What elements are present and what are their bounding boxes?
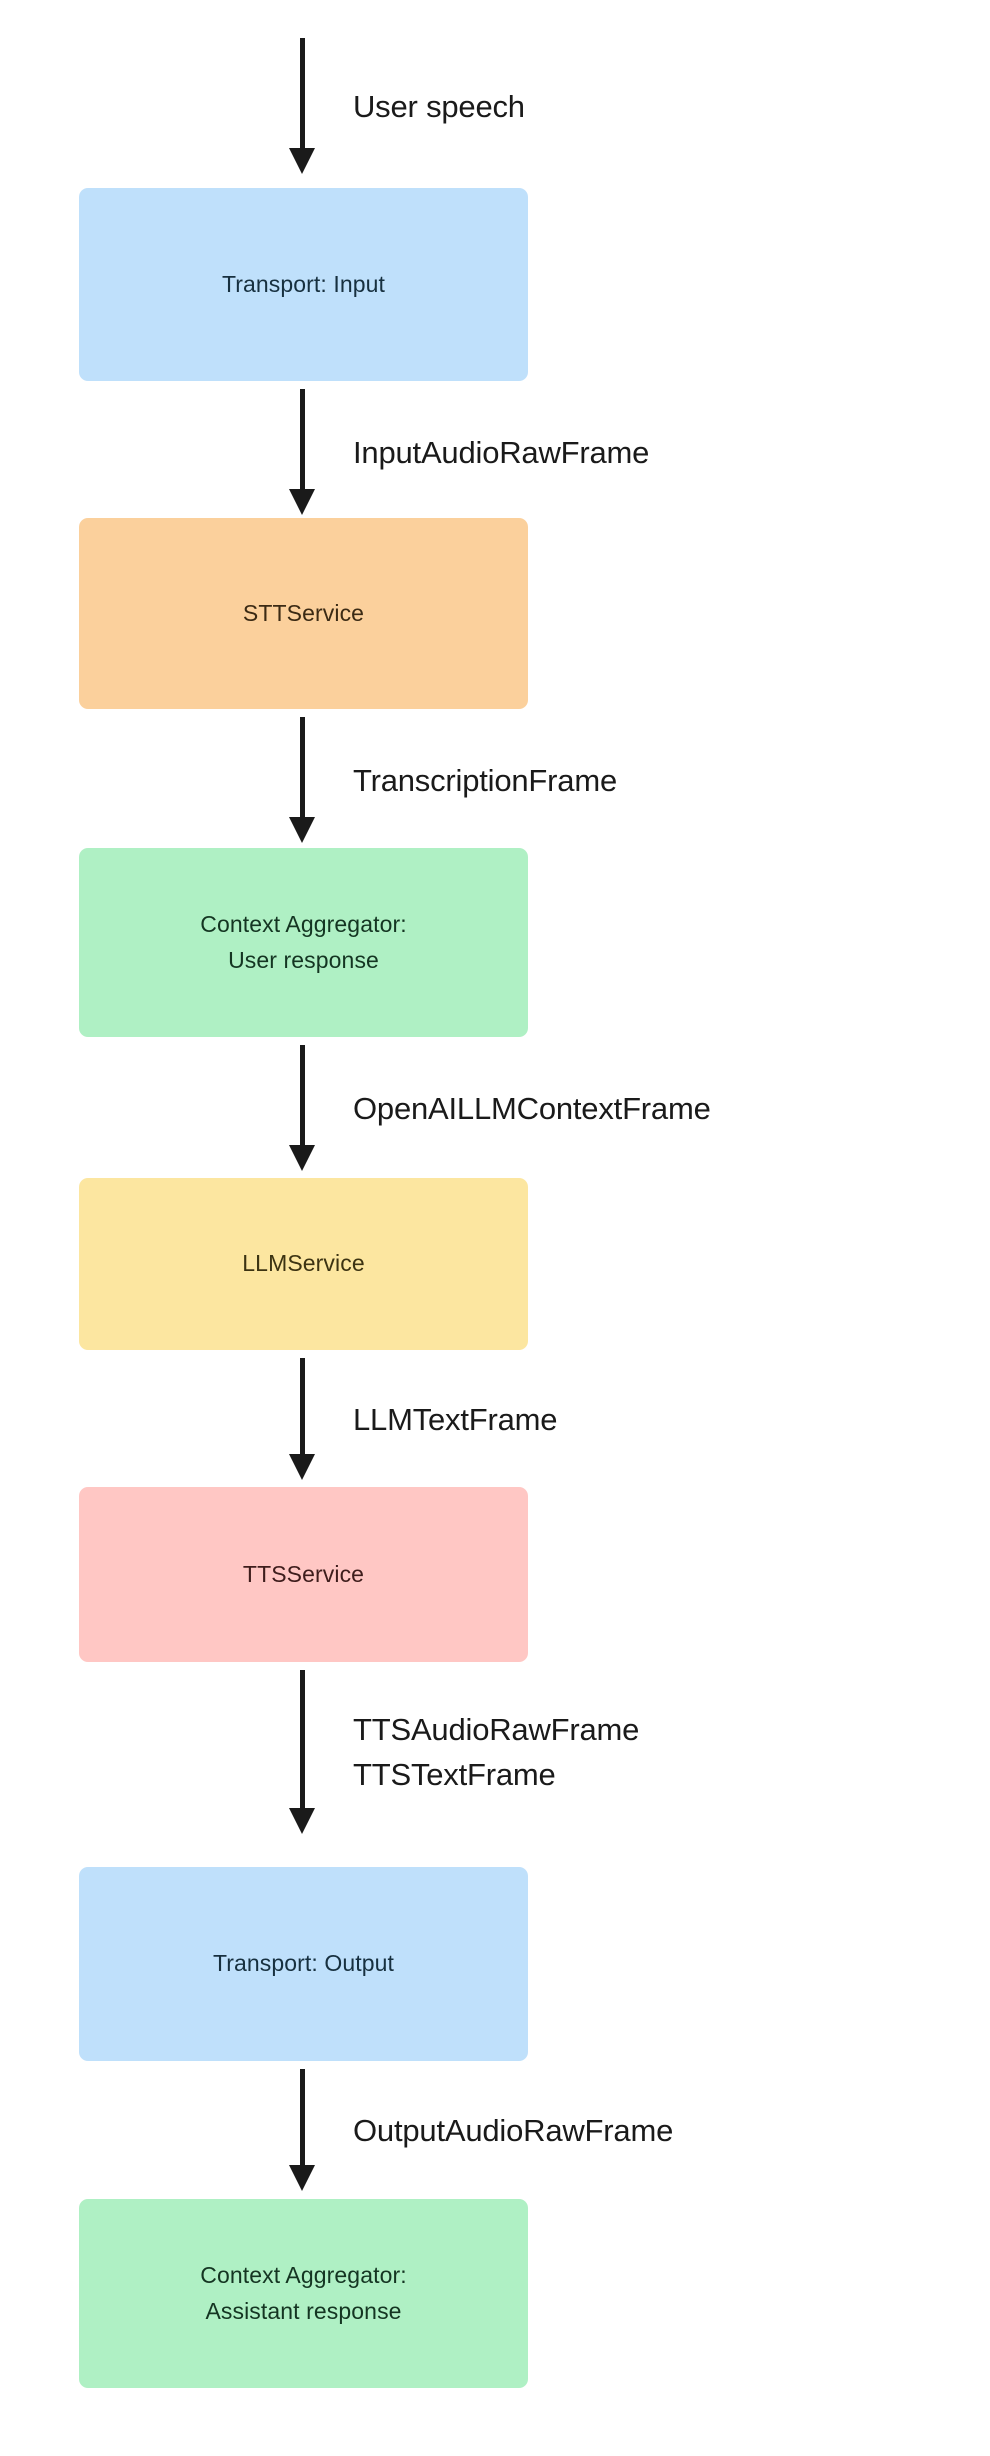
- edge-label-edge-input-audio-raw-frame: InputAudioRawFrame: [353, 431, 649, 476]
- arrow-edge-user-speech: [289, 38, 315, 176]
- edge-label-edge-openai-llm-context-frame: OpenAILLMContextFrame: [353, 1087, 711, 1132]
- node-tts-service[interactable]: TTSService: [79, 1487, 528, 1662]
- edge-label-line: TTSAudioRawFrame: [353, 1712, 640, 1747]
- arrow-head-icon: [289, 2165, 315, 2191]
- node-label-line: Assistant response: [205, 2297, 402, 2324]
- edge-label-edge-user-speech: User speech: [353, 85, 525, 130]
- arrow-edge-tts-frames: [289, 1670, 315, 1836]
- edge-label-line: OpenAILLMContextFrame: [353, 1091, 711, 1126]
- node-label-line: Context Aggregator:: [200, 910, 407, 937]
- edge-label-line: OutputAudioRawFrame: [353, 2113, 674, 2148]
- node-transport-output[interactable]: Transport: Output: [79, 1867, 528, 2061]
- edge-label-edge-transcription-frame: TranscriptionFrame: [353, 759, 617, 804]
- node-label-line: LLMService: [242, 1250, 365, 1277]
- node-llm-service[interactable]: LLMService: [79, 1178, 528, 1350]
- arrow-edge-output-audio-raw-frame: [289, 2069, 315, 2193]
- arrow-edge-llm-text-frame: [289, 1358, 315, 1482]
- edge-label-line: LLMTextFrame: [353, 1402, 558, 1437]
- arrow-edge-transcription-frame: [289, 717, 315, 845]
- arrow-head-icon: [289, 1145, 315, 1171]
- arrow-head-icon: [289, 817, 315, 843]
- node-transport-input[interactable]: Transport: Input: [79, 188, 528, 381]
- node-context-aggregator-user[interactable]: Context Aggregator: User response: [79, 848, 528, 1037]
- arrow-head-icon: [289, 148, 315, 174]
- node-label-line: Transport: Input: [221, 270, 386, 297]
- edge-label-line: TTSTextFrame: [353, 1756, 556, 1792]
- arrow-head-icon: [289, 1808, 315, 1834]
- arrow-head-icon: [289, 1454, 315, 1480]
- arrow-edge-openai-llm-context-frame: [289, 1045, 315, 1173]
- arrow-shaft-icon: [300, 1358, 305, 1454]
- edge-label-edge-output-audio-raw-frame: OutputAudioRawFrame: [353, 2109, 673, 2154]
- arrow-shaft-icon: [300, 2069, 305, 2165]
- arrow-head-icon: [289, 489, 315, 515]
- arrow-shaft-icon: [300, 717, 305, 817]
- node-label-line: TTSService: [242, 1560, 365, 1587]
- edge-label-line: InputAudioRawFrame: [353, 435, 650, 470]
- node-label-line: User response: [228, 946, 379, 973]
- edge-label-edge-llm-text-frame: LLMTextFrame: [353, 1398, 558, 1443]
- arrow-shaft-icon: [300, 389, 305, 489]
- node-label-line: Context Aggregator:: [200, 2261, 407, 2288]
- edge-label-line: User speech: [353, 89, 525, 124]
- arrow-shaft-icon: [300, 38, 305, 148]
- arrow-edge-input-audio-raw-frame: [289, 389, 315, 517]
- node-stt-service[interactable]: STTService: [79, 518, 528, 709]
- arrow-shaft-icon: [300, 1670, 305, 1808]
- node-context-aggregator-assistant[interactable]: Context Aggregator: Assistant response: [79, 2199, 528, 2388]
- node-label-line: STTService: [242, 599, 365, 626]
- edge-label-line: TranscriptionFrame: [353, 763, 617, 798]
- arrow-shaft-icon: [300, 1045, 305, 1145]
- node-label-line: Transport: Output: [212, 1950, 395, 1977]
